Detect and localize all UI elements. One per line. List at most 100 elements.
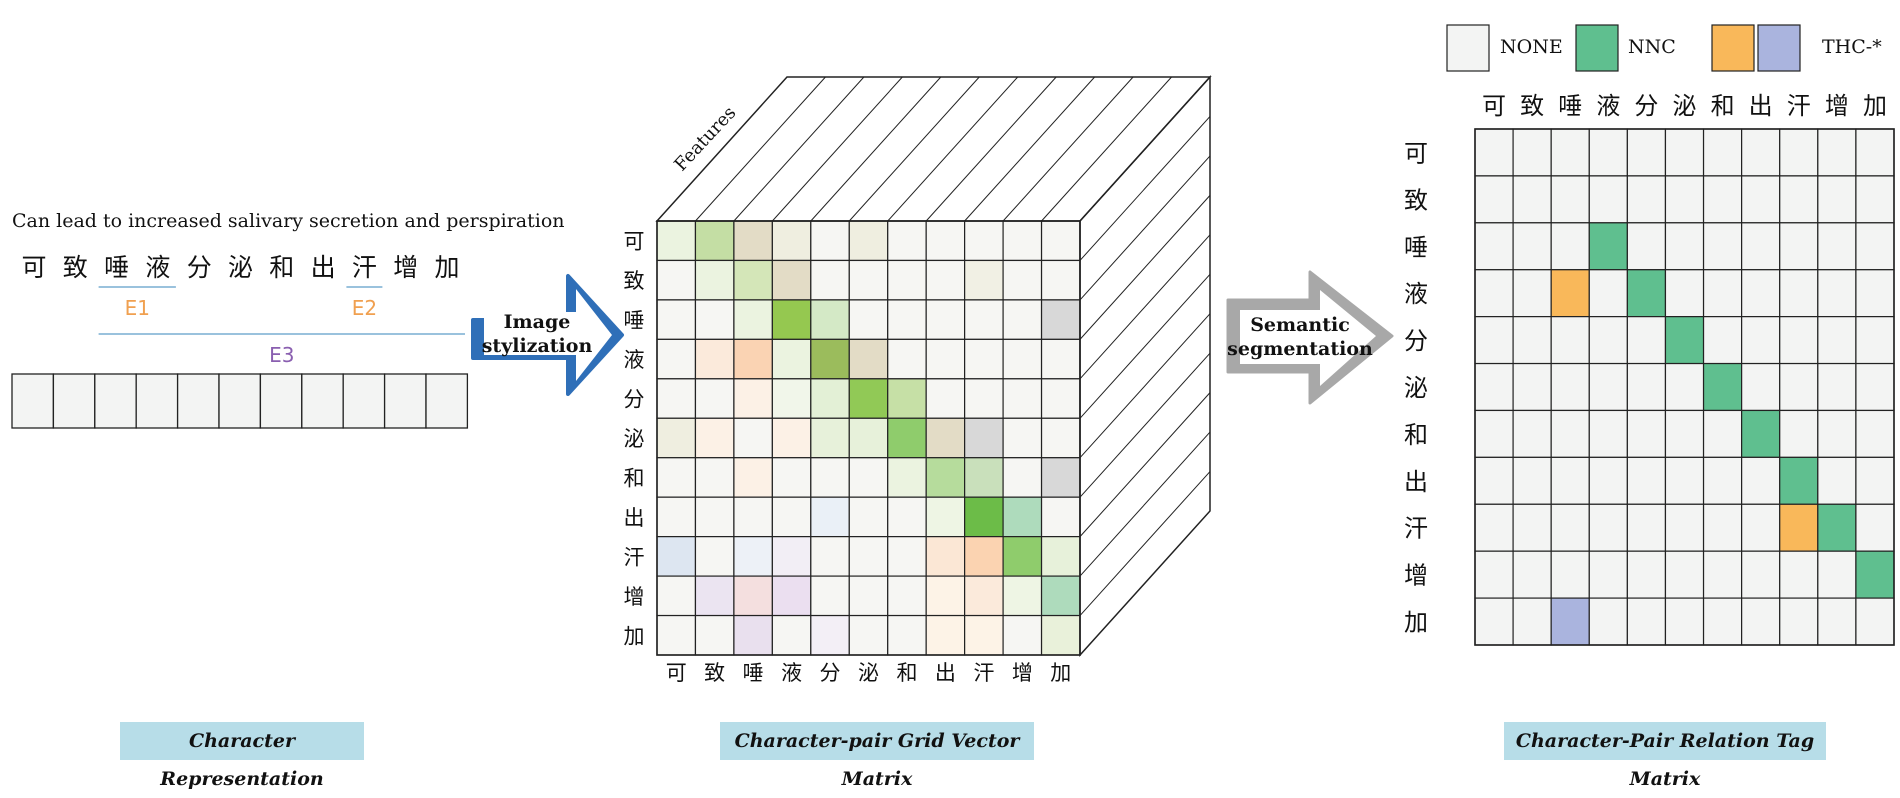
- grid-cell: [694, 614, 735, 656]
- tag-cell: [1855, 269, 1895, 318]
- tag-cell: [1741, 128, 1781, 177]
- grid-cell: [694, 220, 735, 262]
- grid-cell: [1040, 457, 1081, 498]
- tag-col-label: 致: [1520, 92, 1544, 120]
- grid-cell: [810, 496, 850, 538]
- tag-cell: [1626, 175, 1667, 224]
- cube-depth-line: [1002, 76, 1134, 222]
- grid-cell: [848, 496, 889, 538]
- tag-cell: [1512, 409, 1552, 458]
- grid-row-label: 致: [624, 269, 645, 293]
- tag-cell: [1779, 128, 1819, 177]
- grid-cell: [1040, 299, 1081, 340]
- tag-cell: [1588, 409, 1628, 458]
- tag-cell: [1702, 409, 1743, 458]
- grid-cell: [964, 417, 1004, 459]
- grid-cell: [1040, 417, 1081, 459]
- tag-cell: [1779, 269, 1819, 318]
- grid-cell: [964, 338, 1004, 380]
- grid-cell: [771, 614, 812, 656]
- grid-cell: [733, 614, 773, 656]
- grid-col-label: 和: [896, 661, 917, 685]
- tag-cell: [1512, 456, 1552, 505]
- tag-cell: [1474, 316, 1514, 365]
- grid-cell: [1040, 338, 1081, 380]
- caption-relation-tag-matrix: Character-Pair Relation Tag Matrix: [1504, 722, 1826, 790]
- tag-cell: [1741, 456, 1781, 505]
- grid-cell: [771, 536, 812, 577]
- tag-cell: [1512, 128, 1552, 177]
- tag-cell: [1626, 503, 1667, 552]
- tag-cell: [1817, 316, 1857, 365]
- tag-cell: [1855, 362, 1895, 412]
- tag-cell: [1588, 222, 1628, 271]
- tag-cell: [1855, 128, 1895, 177]
- cube-depth-line: [1079, 116, 1211, 261]
- grid-cell: [848, 220, 889, 262]
- tag-cell: [1664, 597, 1705, 646]
- representation-cell: [176, 373, 220, 429]
- grid-cell: [656, 496, 697, 538]
- tag-cell: [1779, 503, 1819, 552]
- representation-cell: [218, 373, 262, 429]
- tag-cell: [1588, 456, 1628, 505]
- entity-label: E2: [352, 296, 377, 320]
- grid-cell: [1040, 536, 1081, 577]
- cube-depth-line: [810, 76, 942, 222]
- grid-cell: [733, 338, 773, 380]
- cube-depth-line: [925, 76, 1057, 222]
- grid-cell: [810, 536, 850, 577]
- tag-col-label: 增: [1825, 92, 1849, 120]
- grid-cell: [810, 457, 850, 498]
- grid-row-label: 液: [624, 348, 645, 372]
- tag-cell: [1817, 409, 1857, 458]
- tag-row-label: 和: [1404, 421, 1428, 449]
- grid-cell: [1040, 575, 1081, 617]
- tag-cell: [1664, 316, 1705, 365]
- entity-label: E1: [125, 296, 150, 320]
- grid-cell: [848, 536, 889, 577]
- tag-cell: [1817, 175, 1857, 224]
- representation-cell: [383, 373, 427, 429]
- grid-cell: [656, 299, 697, 340]
- grid-cell: [848, 299, 889, 340]
- tag-cell: [1550, 456, 1590, 505]
- grid-cell: [848, 457, 889, 498]
- grid-cell: [810, 614, 850, 656]
- tag-cell: [1817, 550, 1857, 599]
- tag-cell: [1817, 128, 1857, 177]
- grid-col-label: 加: [1050, 661, 1071, 685]
- grid-row-label: 出: [624, 506, 645, 530]
- grid-cell: [887, 220, 927, 262]
- grid-cell: [1002, 614, 1043, 656]
- sentence-character: 分: [187, 253, 212, 282]
- sentence-character: 汗: [352, 253, 377, 282]
- grid-cell: [1002, 338, 1043, 380]
- tag-cell: [1779, 597, 1819, 646]
- grid-cell: [1040, 259, 1081, 301]
- tag-cell: [1855, 597, 1895, 646]
- tag-cell: [1588, 175, 1628, 224]
- tag-cell: [1550, 269, 1590, 318]
- grid-cell: [771, 338, 812, 380]
- entity-label: E3: [269, 343, 294, 367]
- tag-cell: [1512, 316, 1552, 365]
- grid-cell: [733, 457, 773, 498]
- cube-top-face: [655, 76, 1212, 222]
- grid-col-label: 可: [666, 661, 687, 685]
- tag-cell: [1702, 175, 1743, 224]
- tag-cell: [1741, 222, 1781, 271]
- tag-cell: [1702, 222, 1743, 271]
- grid-cell: [925, 299, 966, 340]
- representation-cell: [94, 373, 137, 429]
- tag-matrix-border: [1474, 128, 1895, 646]
- tag-cell: [1741, 175, 1781, 224]
- grid-cell: [887, 575, 927, 617]
- grid-cell: [656, 457, 697, 498]
- legend-swatch: [1757, 24, 1801, 72]
- representation-cell: [425, 373, 469, 429]
- sentence-character: 加: [434, 253, 459, 282]
- grid-cell: [771, 259, 812, 301]
- tag-col-label: 汗: [1787, 92, 1811, 120]
